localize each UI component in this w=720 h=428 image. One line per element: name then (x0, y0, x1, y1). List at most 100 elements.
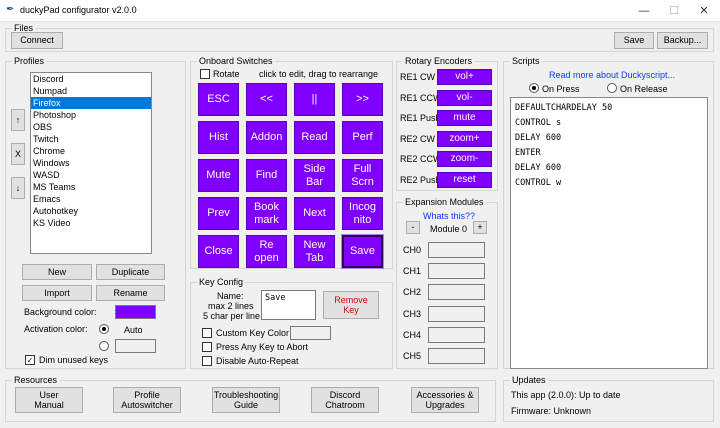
expansion-modules-group: Expansion Modules (396, 196, 498, 369)
onboard-key[interactable]: << (246, 83, 287, 116)
read-more-duckyscript-link[interactable]: Read more about Duckyscript... (549, 70, 676, 80)
import-profile-button[interactable]: Import (22, 285, 92, 301)
onboard-key[interactable]: Addon (246, 121, 287, 154)
profile-list-item[interactable]: Photoshop (33, 110, 77, 120)
remove-key-button[interactable]: Remove Key (323, 291, 379, 319)
whats-this-link[interactable]: Whats this?? (423, 211, 476, 221)
onboard-key[interactable]: Close (198, 235, 239, 268)
dim-unused-checkbox[interactable]: ✓ (25, 355, 35, 365)
press-any-key-checkbox[interactable] (202, 342, 212, 352)
user-manual-button[interactable]: User Manual (15, 387, 83, 413)
maximize-icon[interactable]: ☐ (669, 5, 679, 17)
background-color-swatch[interactable] (115, 305, 156, 319)
on-press-radio[interactable] (529, 83, 539, 93)
profile-list-item[interactable]: Emacs (33, 194, 61, 204)
remove-profile-button[interactable]: X (11, 143, 25, 165)
onboard-key[interactable]: Next (294, 197, 335, 230)
onboard-key[interactable]: ESC (198, 83, 239, 116)
duplicate-profile-button[interactable]: Duplicate (96, 264, 165, 280)
on-press-label: On Press (542, 84, 580, 94)
profile-list-item[interactable]: KS Video (33, 218, 71, 228)
minimize-icon[interactable]: — (638, 5, 650, 17)
profile-list-item[interactable]: Twitch (33, 134, 59, 144)
onboard-key[interactable]: Incog nito (342, 197, 383, 230)
onboard-key[interactable]: Find (246, 159, 287, 192)
rotary-label: RE2 CCW (400, 154, 442, 164)
profile-list-item[interactable]: MS Teams (33, 182, 76, 192)
channel-slot[interactable] (428, 242, 485, 258)
expansion-modules-legend: Expansion Modules (403, 196, 486, 208)
channel-slot[interactable] (428, 348, 485, 364)
activation-auto-radio[interactable] (99, 324, 109, 334)
rotary-action-button[interactable]: zoom+ (437, 130, 492, 147)
onboard-key[interactable]: New Tab (294, 235, 335, 268)
new-profile-button[interactable]: New (22, 264, 92, 280)
onboard-key[interactable]: Perf (342, 121, 383, 154)
onboard-key[interactable]: Save (341, 234, 384, 269)
channel-label: CH1 (403, 266, 422, 277)
channel-slot[interactable] (428, 326, 485, 343)
activation-color-label: Activation color: (24, 324, 88, 334)
rotate-checkbox[interactable] (200, 69, 210, 79)
onboard-key[interactable]: Hist (198, 121, 239, 154)
rotary-action-button[interactable]: vol- (437, 89, 492, 106)
onboard-key[interactable]: >> (342, 83, 383, 116)
updates-group: Updates (503, 374, 714, 422)
rotary-action-button[interactable]: mute (437, 110, 492, 126)
onboard-key[interactable]: Prev (198, 197, 239, 230)
onboard-key[interactable]: Mute (198, 159, 239, 192)
disable-auto-repeat-checkbox[interactable] (202, 356, 212, 366)
profile-list-item[interactable]: OBS (33, 122, 53, 132)
profile-list-item[interactable]: Discord (33, 74, 64, 84)
script-line: ENTER (515, 148, 541, 158)
rotary-action-button[interactable]: reset (437, 171, 492, 188)
accessories-upgrades-button[interactable]: Accessories & Upgrades (411, 387, 479, 413)
channel-slot[interactable] (428, 305, 485, 322)
onboard-key[interactable]: Re open (246, 235, 287, 268)
custom-key-color-checkbox[interactable] (202, 328, 212, 338)
channel-slot[interactable] (428, 284, 485, 301)
profile-list-item[interactable]: Numpad (33, 86, 68, 96)
discord-chatroom-button[interactable]: Discord Chatroom (311, 387, 379, 413)
rotary-action-button[interactable]: vol+ (437, 69, 492, 85)
module-plus-button[interactable]: + (473, 221, 487, 234)
key-name-input[interactable]: Save (261, 290, 316, 320)
move-up-button[interactable]: ↑ (11, 109, 25, 131)
profile-list-item[interactable]: Firefox (31, 97, 151, 109)
key-name-limit-chars: 5 char per line (203, 311, 261, 321)
files-group: Files (5, 22, 714, 52)
rename-profile-button[interactable]: Rename (96, 285, 165, 301)
on-release-radio[interactable] (607, 83, 617, 93)
activation-color-swatch[interactable] (115, 339, 156, 353)
move-down-button[interactable]: ↓ (11, 177, 25, 199)
onboard-switches-legend: Onboard Switches (197, 55, 275, 67)
title-bar: ✒ duckyPad configurator v2.0.0 — ☐ ✕ (0, 0, 720, 22)
profile-list-item[interactable]: Windows (33, 158, 70, 168)
module-label: Module 0 (430, 224, 468, 234)
onboard-key[interactable]: Read (294, 121, 335, 154)
profile-list-item[interactable]: WASD (33, 170, 60, 180)
save-file-button[interactable]: Save (614, 32, 654, 49)
onboard-key[interactable]: || (294, 83, 335, 116)
channel-slot[interactable] (428, 263, 485, 280)
channel-label: CH2 (403, 287, 422, 298)
onboard-key[interactable]: Side Bar (294, 159, 335, 192)
rotary-label: RE1 CCW (400, 92, 442, 103)
module-minus-button[interactable]: - (406, 221, 420, 234)
custom-key-color-swatch[interactable] (290, 326, 331, 340)
backup-button[interactable]: Backup... (657, 32, 708, 49)
rotary-action-button[interactable]: zoom- (437, 151, 492, 167)
profile-list-item[interactable]: Autohotkey (33, 206, 79, 216)
rotary-label: RE1 Push (400, 113, 441, 123)
troubleshooting-guide-button[interactable]: Troubleshooting Guide (212, 387, 280, 413)
profile-autoswitcher-button[interactable]: Profile Autoswitcher (113, 387, 181, 413)
close-icon[interactable]: ✕ (699, 5, 709, 17)
onboard-key[interactable]: Full Scrn (342, 159, 383, 192)
connect-button[interactable]: Connect (11, 32, 63, 49)
profile-list-item[interactable]: Chrome (33, 146, 66, 156)
activation-custom-radio[interactable] (99, 341, 109, 351)
onboard-key[interactable]: Book mark (246, 197, 287, 230)
script-line: CONTROL s (515, 118, 562, 128)
